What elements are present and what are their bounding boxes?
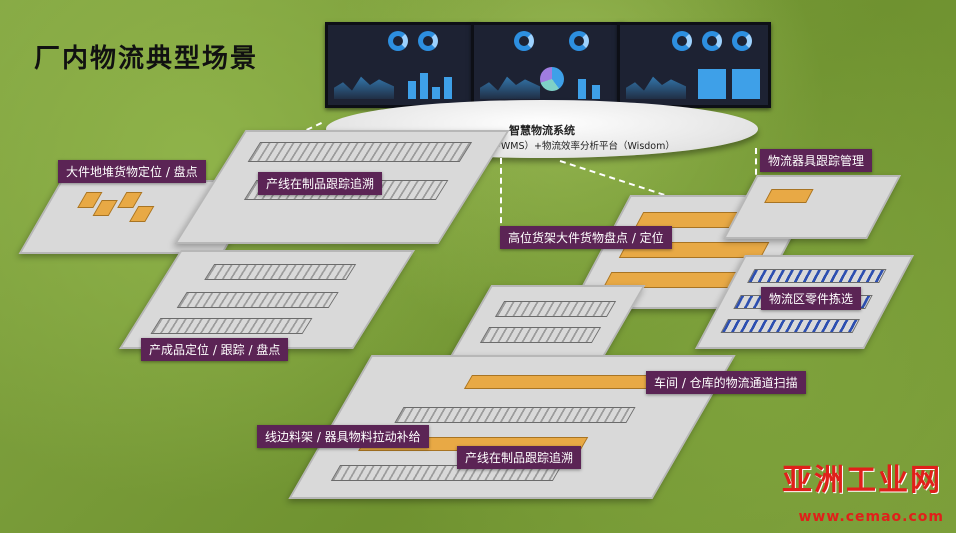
dashboard-monitor-left xyxy=(325,22,479,108)
dashboard-monitor-right xyxy=(617,22,771,108)
label-line-side: 线边料架 / 器具物料拉动补给 xyxy=(257,425,429,448)
label-wip-trace-bottom: 产线在制品跟踪追溯 xyxy=(457,446,582,469)
machining-zone xyxy=(448,285,646,359)
platform-name: 智慧物流系统 xyxy=(509,124,575,137)
equipment-zone xyxy=(722,175,902,239)
finished-goods-zone xyxy=(119,250,415,349)
dashboard-monitor-center xyxy=(471,22,625,108)
platform-subtitle: 物流业务系统（LES+WMS）+物流效率分析平台（Wisdom） xyxy=(409,141,675,152)
label-wip-trace-top: 产线在制品跟踪追溯 xyxy=(258,172,383,195)
label-finished-goods: 产成品定位 / 跟踪 / 盘点 xyxy=(141,338,289,361)
label-bulk-cargo: 大件地堆货物定位 / 盘点 xyxy=(58,160,206,183)
link-line xyxy=(559,160,675,200)
page-title: 厂内物流典型场景 xyxy=(34,44,259,74)
link-line xyxy=(500,158,502,233)
label-channel-scan: 车间 / 仓库的物流通道扫描 xyxy=(646,371,806,394)
label-equipment-tracking: 物流器具跟踪管理 xyxy=(760,149,873,172)
label-parts-picking: 物流区零件拣选 xyxy=(761,287,862,310)
watermark-url: www.cemao.com xyxy=(798,509,944,525)
watermark-brand: 亚洲工业网 xyxy=(782,463,942,498)
label-high-shelf: 高位货架大件货物盘点 / 定位 xyxy=(500,226,672,249)
